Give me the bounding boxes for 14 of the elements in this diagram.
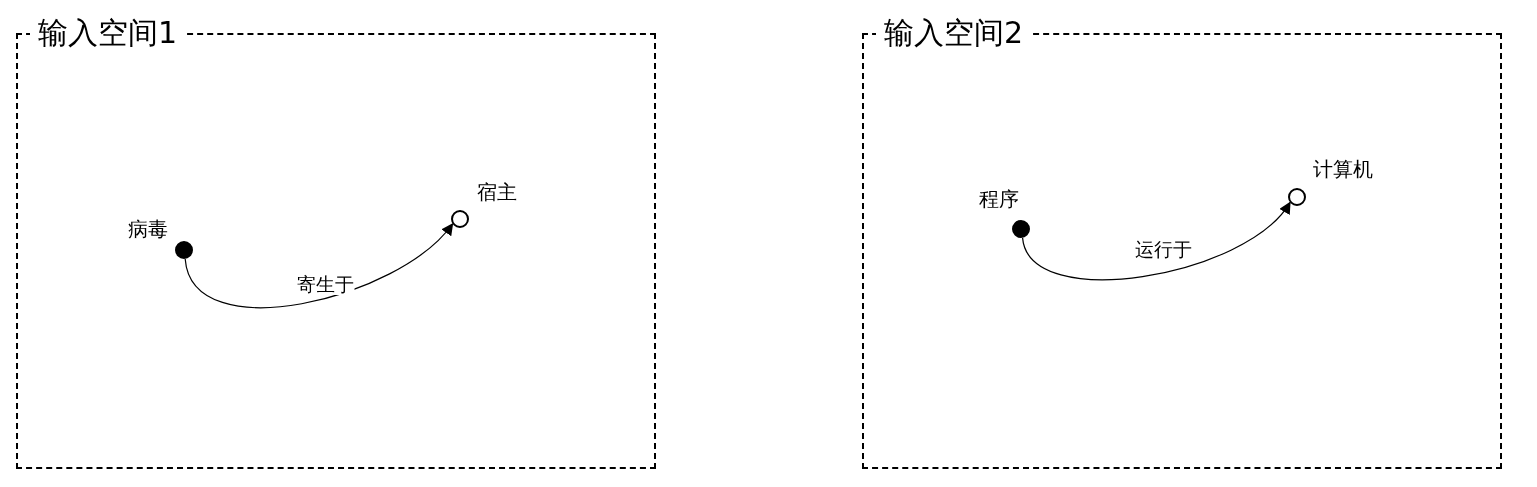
hollow-circle (451, 210, 469, 228)
frame-title: 输入空间2 (876, 15, 1032, 51)
point-label: 宿主 (477, 180, 517, 204)
filled-dot (175, 241, 193, 259)
point-label: 计算机 (1313, 157, 1373, 181)
edge-label: 寄生于 (295, 273, 355, 295)
edge-label: 运行于 (1133, 238, 1193, 260)
curved-arrow (184, 223, 454, 308)
point-label: 病毒 (128, 217, 168, 241)
frame-title: 输入空间1 (30, 15, 186, 51)
hollow-circle (1288, 188, 1306, 206)
point-label: 程序 (979, 187, 1019, 211)
curved-arrow (1022, 201, 1291, 281)
filled-dot (1012, 220, 1030, 238)
